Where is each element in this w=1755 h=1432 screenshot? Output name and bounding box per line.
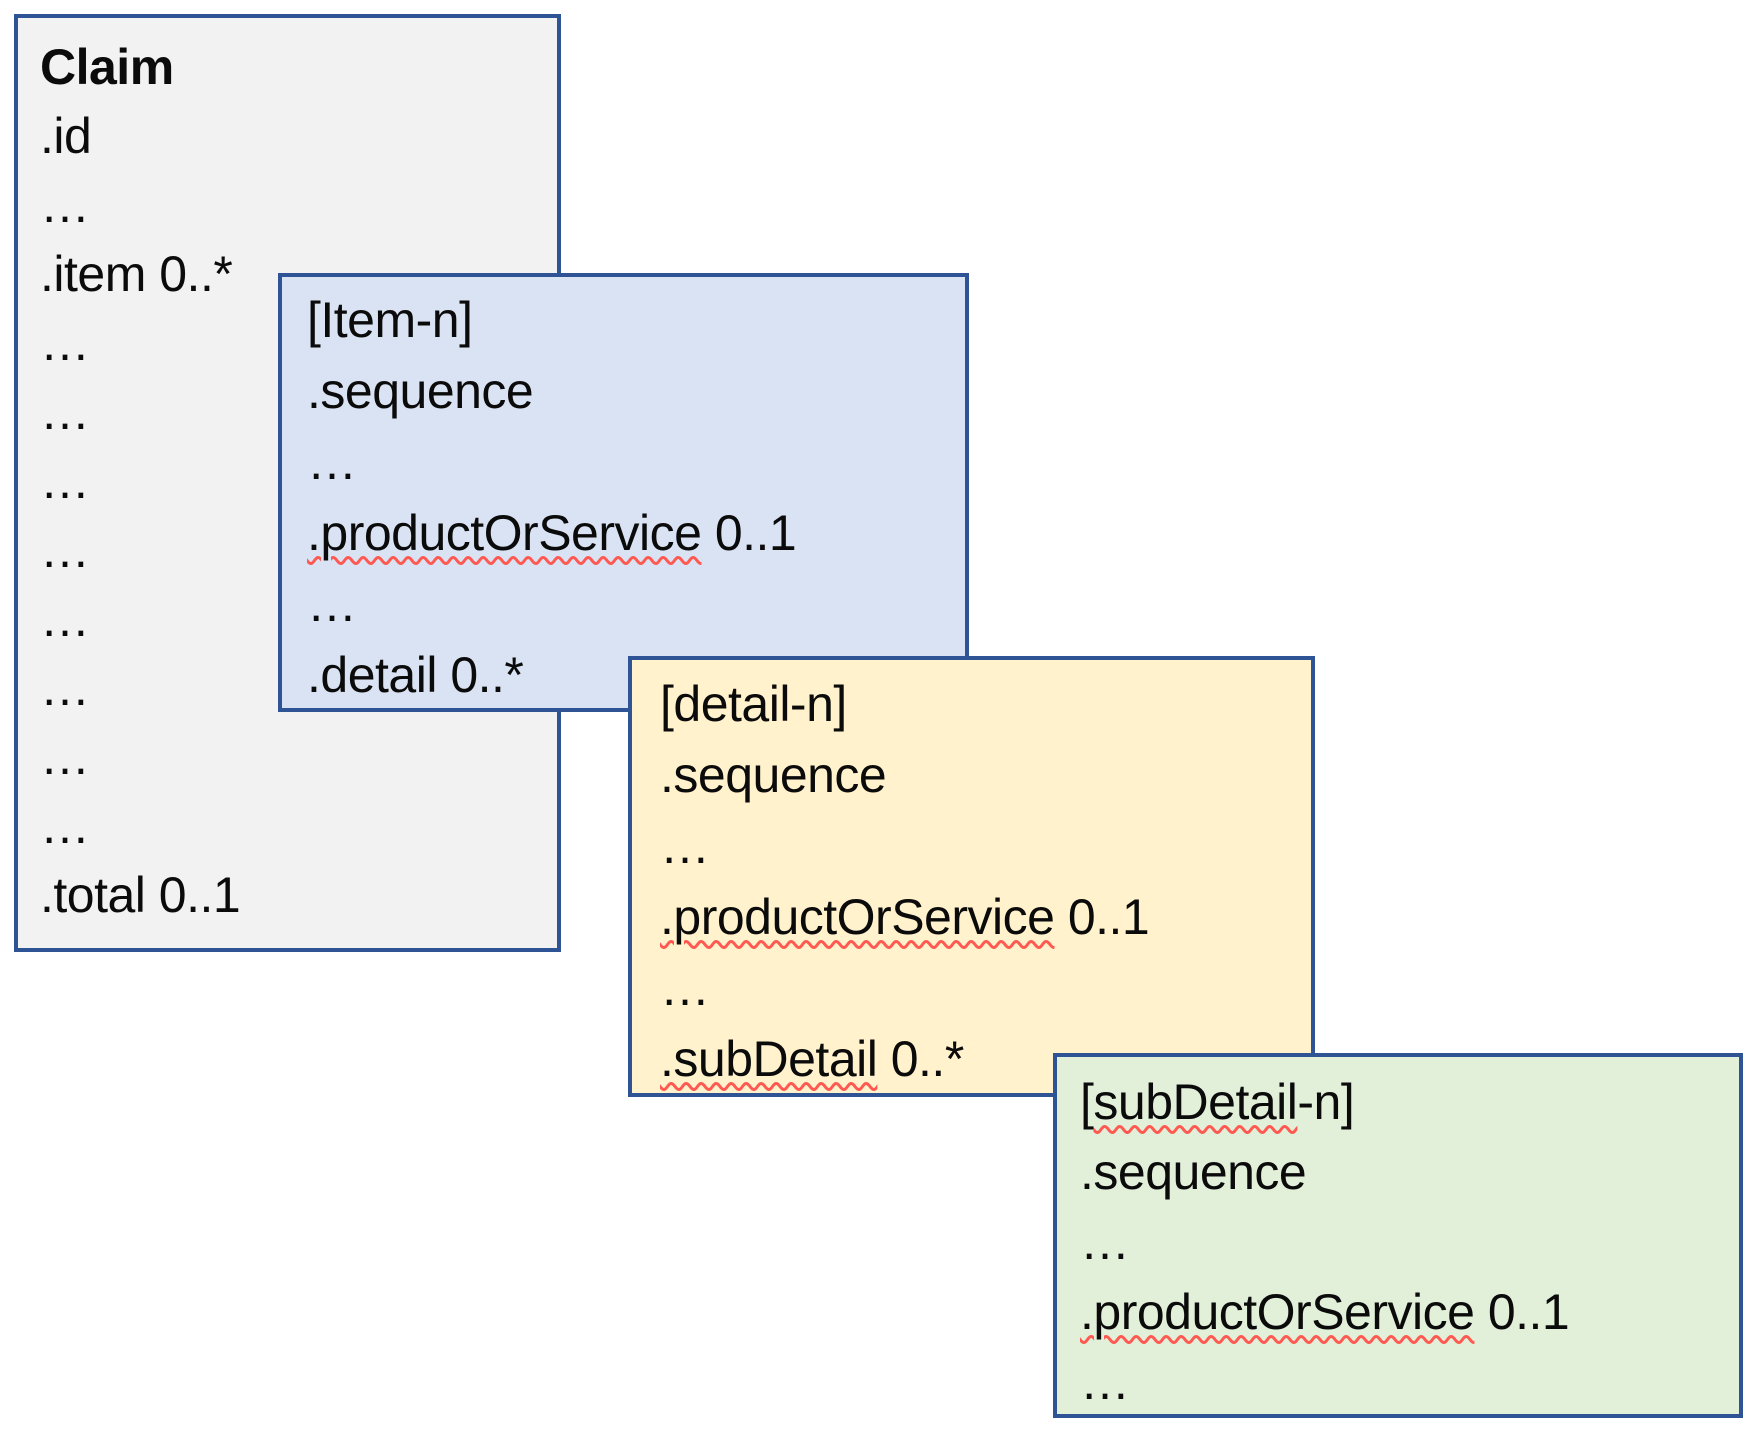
line-suffix: 0..1 bbox=[1474, 1284, 1570, 1340]
line-text: … bbox=[1080, 1214, 1130, 1270]
field-line: .sequence bbox=[660, 740, 1303, 811]
line-text: … bbox=[660, 960, 710, 1016]
line-text: .id bbox=[40, 108, 92, 164]
ellipsis-line: … bbox=[307, 569, 957, 640]
misspelled-text: subDetail bbox=[1093, 1074, 1298, 1130]
line-text: … bbox=[40, 729, 90, 785]
line-text: … bbox=[660, 818, 710, 874]
ellipsis-line: … bbox=[40, 654, 549, 723]
line-suffix: -n] bbox=[1297, 1074, 1355, 1130]
field-line: .total 0..1 bbox=[40, 861, 549, 930]
line-text: … bbox=[40, 798, 90, 854]
line-text: … bbox=[1080, 1354, 1130, 1410]
line-text: … bbox=[40, 591, 90, 647]
field-line: .sequence bbox=[1080, 1137, 1731, 1207]
line-text: … bbox=[40, 660, 90, 716]
line-text: .sequence bbox=[660, 747, 887, 803]
line-text: [detail-n] bbox=[660, 676, 847, 732]
line-text: … bbox=[40, 453, 90, 509]
ellipsis-line: … bbox=[40, 378, 549, 447]
ellipsis-line: … bbox=[1080, 1347, 1731, 1414]
misspelled-text: .productOrService bbox=[660, 889, 1055, 945]
line-text: .detail 0..* bbox=[307, 647, 524, 703]
line-text: … bbox=[307, 434, 357, 490]
ellipsis-line: … bbox=[40, 723, 549, 792]
ellipsis-line: … bbox=[40, 516, 549, 585]
field-line: .subDetail 0..* bbox=[660, 1024, 1303, 1093]
ellipsis-line: … bbox=[40, 792, 549, 861]
line-text: Claim bbox=[40, 39, 174, 95]
line-suffix: 0..* bbox=[877, 1031, 965, 1087]
ellipsis-line: … bbox=[40, 171, 549, 240]
field-line: .item 0..* bbox=[40, 240, 549, 309]
line-text: … bbox=[40, 177, 90, 233]
ellipsis-line: … bbox=[660, 953, 1303, 1024]
line-text: … bbox=[40, 384, 90, 440]
field-line: .detail 0..* bbox=[307, 640, 957, 708]
box-title: [Item-n] bbox=[307, 285, 957, 356]
box-title: Claim bbox=[40, 33, 549, 102]
ellipsis-line: … bbox=[307, 427, 957, 498]
subdetail-box: [subDetail-n] .sequence … .productOrServ… bbox=[1053, 1053, 1743, 1418]
line-text: .total 0..1 bbox=[40, 867, 241, 923]
line-text: .sequence bbox=[1080, 1144, 1307, 1200]
box-title: [subDetail-n] bbox=[1080, 1067, 1731, 1137]
field-line: .id bbox=[40, 102, 549, 171]
line-text: … bbox=[40, 522, 90, 578]
field-line: .sequence bbox=[307, 356, 957, 427]
line-text: .item 0..* bbox=[40, 246, 233, 302]
misspelled-text: .subDetail bbox=[660, 1031, 878, 1087]
ellipsis-line: … bbox=[40, 585, 549, 654]
detail-box: [detail-n] .sequence … .productOrService… bbox=[628, 656, 1315, 1097]
item-box: [Item-n] .sequence … .productOrService 0… bbox=[278, 273, 969, 712]
ellipsis-line: … bbox=[40, 309, 549, 378]
ellipsis-line: … bbox=[40, 447, 549, 516]
misspelled-text: .productOrService bbox=[1080, 1284, 1475, 1340]
line-text: [Item-n] bbox=[307, 292, 473, 348]
field-line: .productOrService 0..1 bbox=[307, 498, 957, 569]
line-suffix: 0..1 bbox=[701, 505, 797, 561]
line-text: … bbox=[307, 576, 357, 632]
line-text: [ bbox=[1080, 1074, 1094, 1130]
ellipsis-line: … bbox=[660, 811, 1303, 882]
field-line: .productOrService 0..1 bbox=[660, 882, 1303, 953]
line-text: .sequence bbox=[307, 363, 534, 419]
line-suffix: 0..1 bbox=[1054, 889, 1150, 945]
line-text: … bbox=[40, 315, 90, 371]
field-line: .productOrService 0..1 bbox=[1080, 1277, 1731, 1347]
ellipsis-line: … bbox=[1080, 1207, 1731, 1277]
misspelled-text: .productOrService bbox=[307, 505, 702, 561]
box-title: [detail-n] bbox=[660, 669, 1303, 740]
